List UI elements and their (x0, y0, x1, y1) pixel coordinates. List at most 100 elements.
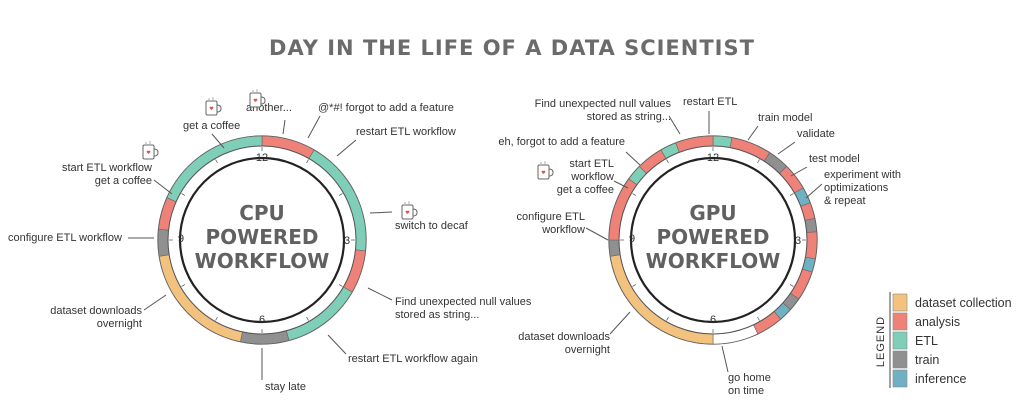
gpu-tick (632, 284, 637, 287)
cpu-segment-analysis (261, 135, 315, 160)
leader-line (613, 180, 629, 189)
cpu-annotation: another... (246, 89, 292, 135)
cpu-center-title: POWERED (205, 225, 318, 249)
leader-line (367, 287, 393, 301)
cpu-segment-train (157, 228, 170, 257)
gpu-center-title: POWERED (656, 225, 769, 249)
cpu-tick (306, 316, 309, 321)
leader-line (790, 166, 808, 177)
legend-swatch-train (892, 350, 908, 369)
leader-line (336, 139, 357, 157)
page-title: DAY IN THE LIFE OF A DATA SCIENTIST (269, 36, 755, 60)
cpu-tick (306, 159, 309, 164)
leader-line (369, 211, 393, 214)
gpu-segment-train (608, 239, 621, 257)
annotation-label: restart ETL (683, 96, 737, 108)
gpu-segment-analysis (675, 135, 714, 153)
gpu-segment-idle (712, 324, 759, 345)
leader-line (668, 115, 681, 135)
cpu-tick (181, 284, 186, 287)
legend-swatch-etl (892, 331, 908, 350)
leader-line (747, 125, 759, 141)
gpu-annotation: train model (747, 112, 812, 141)
gpu-center-title: WORKFLOW (646, 249, 781, 273)
legend-swatch-inference (892, 369, 908, 388)
gpu-segment-analysis (639, 149, 667, 174)
legend-swatch-dataset-collection (892, 293, 908, 312)
gpu-tick (666, 316, 669, 321)
gpu-annotation: restart ETL (683, 96, 737, 134)
legend-title: LEGEND (875, 316, 887, 367)
gpu-hour-label: 6 (710, 314, 716, 326)
annotation-label: @*#! forgot to add a feature (318, 102, 454, 114)
gpu-clock-face (629, 156, 797, 324)
annotation-label: stay late (265, 381, 306, 393)
legend-label: train (915, 353, 939, 367)
annotation-label: eh, forgot to add a feature (498, 136, 625, 148)
leader-line (777, 141, 796, 155)
leader-line (153, 179, 173, 195)
cpu-annotation: switch to decaf (369, 201, 469, 232)
leader-line (282, 119, 286, 135)
cpu-annotation: get a coffee (183, 97, 240, 149)
gpu-tick (757, 159, 760, 164)
annotation-label: restart ETL workflow again (348, 353, 478, 365)
gpu-tick (757, 316, 760, 321)
annotation-label: restart ETL workflow (356, 126, 456, 138)
cpu-tick (338, 193, 343, 196)
cpu-center-title: WORKFLOW (195, 249, 330, 273)
annotation-label: switch to decaf (395, 220, 469, 232)
coffee-mug-icon (205, 97, 222, 116)
gpu-tick (666, 159, 669, 164)
gpu-hour-label: 12 (707, 152, 719, 164)
leader-line (609, 311, 631, 335)
coffee-mug-icon (249, 89, 266, 108)
coffee-mug-icon (142, 141, 159, 160)
leader-line (805, 183, 823, 199)
leader-line (625, 151, 641, 166)
annotation-label: test model (809, 153, 860, 165)
coffee-mug-icon (401, 201, 418, 220)
leader-line (143, 294, 167, 311)
gpu-hour-label: 9 (629, 233, 635, 245)
cpu-annotation: stay late (261, 348, 306, 393)
gpu-annotation: eh, forgot to add a feature (498, 136, 641, 166)
cpu-tick (181, 193, 186, 196)
cpu-clock-face (178, 156, 346, 324)
gpu-annotation: validate (777, 128, 835, 155)
cpu-tick (215, 316, 218, 321)
legend-swatch-analysis (892, 312, 908, 331)
gpu-hour-label: 3 (795, 235, 801, 247)
annotation-label: validate (797, 128, 835, 140)
cpu-tick (338, 284, 343, 287)
coffee-mug-icon (537, 161, 554, 180)
cpu-hour-label: 9 (178, 233, 184, 245)
cpu-center-title: CPU (239, 201, 285, 225)
cpu-annotation: restart ETL workflow (336, 126, 456, 157)
cpu-hour-label: 12 (256, 152, 268, 164)
leader-line (721, 345, 729, 373)
legend-label: analysis (915, 315, 960, 329)
cpu-tick (215, 159, 218, 164)
gpu-annotation: test model (790, 153, 860, 177)
gpu-tick (789, 193, 794, 196)
